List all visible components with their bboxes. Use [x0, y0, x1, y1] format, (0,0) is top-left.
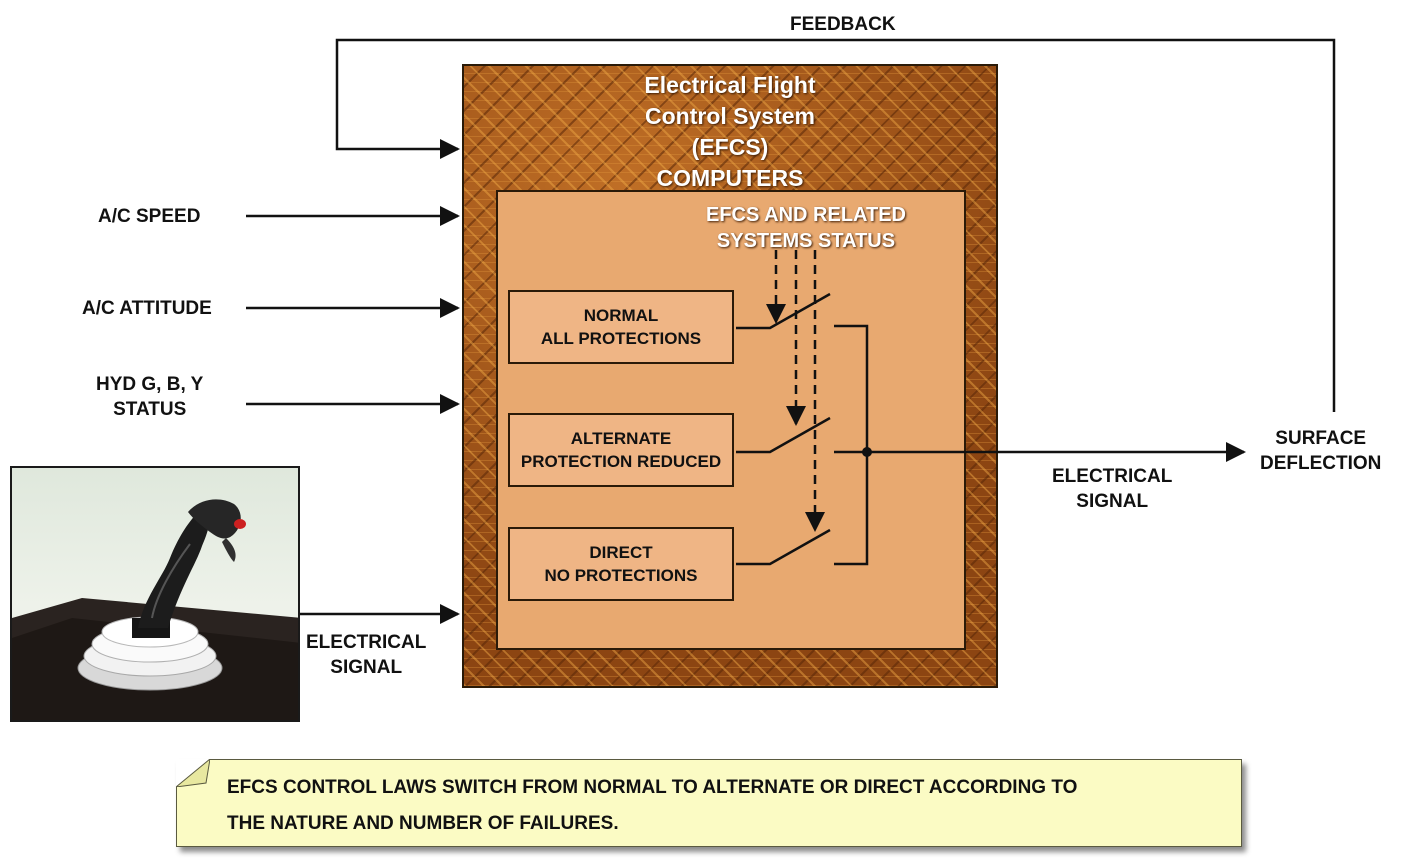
status-label-line: SYSTEMS STATUS [716, 230, 896, 252]
contact-bus [834, 324, 869, 566]
efcs-title-line: (EFCS) [691, 134, 769, 160]
hyd-status-line: STATUS [113, 399, 187, 420]
law-box-alternate: ALTERNATE PROTECTION REDUCED [508, 413, 734, 487]
feedback-label: FEEDBACK [790, 14, 896, 35]
law-box-line: PROTECTION REDUCED [520, 452, 722, 471]
feedback-line [335, 38, 1336, 412]
note-text: EFCS CONTROL LAWS SWITCH FROM NORMAL TO … [227, 770, 1227, 842]
surface-deflection-label: SURFACE DEFLECTION [1260, 426, 1381, 476]
surface-deflection-line: SURFACE [1275, 428, 1367, 449]
law-box-normal: NORMAL ALL PROTECTIONS [508, 290, 734, 364]
efcs-title-line: Electrical Flight [644, 72, 816, 98]
law-box-line: NORMAL [583, 306, 659, 325]
hyd-status-label: HYD G, B, Y STATUS [96, 372, 203, 422]
surface-deflection-line: DEFLECTION [1260, 453, 1382, 474]
note-box: EFCS CONTROL LAWS SWITCH FROM NORMAL TO … [176, 759, 1242, 847]
attitude-label: A/C ATTITUDE [82, 298, 212, 319]
sidestick-image [10, 466, 300, 722]
output-signal-label: ELECTRICAL SIGNAL [1052, 464, 1172, 514]
efcs-title-line: Control System [645, 103, 815, 129]
stick-signal-line: SIGNAL [330, 657, 403, 678]
law-box-line: DIRECT [589, 543, 653, 562]
law-box-line: ALL PROTECTIONS [540, 329, 702, 348]
stick-signal-line: ELECTRICAL [306, 632, 427, 653]
switch-direct [736, 528, 831, 566]
law-box-direct: DIRECT NO PROTECTIONS [508, 527, 734, 601]
stick-signal-label: ELECTRICAL SIGNAL [306, 630, 426, 680]
law-box-line: NO PROTECTIONS [544, 566, 698, 585]
hyd-status-line: HYD G, B, Y [96, 374, 204, 395]
output-signal-line: SIGNAL [1076, 491, 1149, 512]
note-line: THE NATURE AND NUMBER OF FAILURES. [227, 813, 619, 834]
efcs-title-line: COMPUTERS [656, 165, 804, 191]
note-corner-icon [176, 759, 210, 787]
speed-label: A/C SPEED [98, 206, 201, 227]
note-line: EFCS CONTROL LAWS SWITCH FROM NORMAL TO … [227, 777, 1078, 798]
status-label: EFCS AND RELATED SYSTEMS STATUS [706, 202, 906, 254]
law-box-line: ALTERNATE [570, 429, 672, 448]
efcs-title: Electrical Flight Control System (EFCS) … [464, 70, 996, 194]
switch-alternate [736, 416, 831, 454]
status-label-line: EFCS AND RELATED [706, 204, 906, 226]
sidestick-illustration [12, 499, 298, 720]
output-signal-line: ELECTRICAL [1052, 466, 1173, 487]
switch-normal [736, 292, 831, 330]
